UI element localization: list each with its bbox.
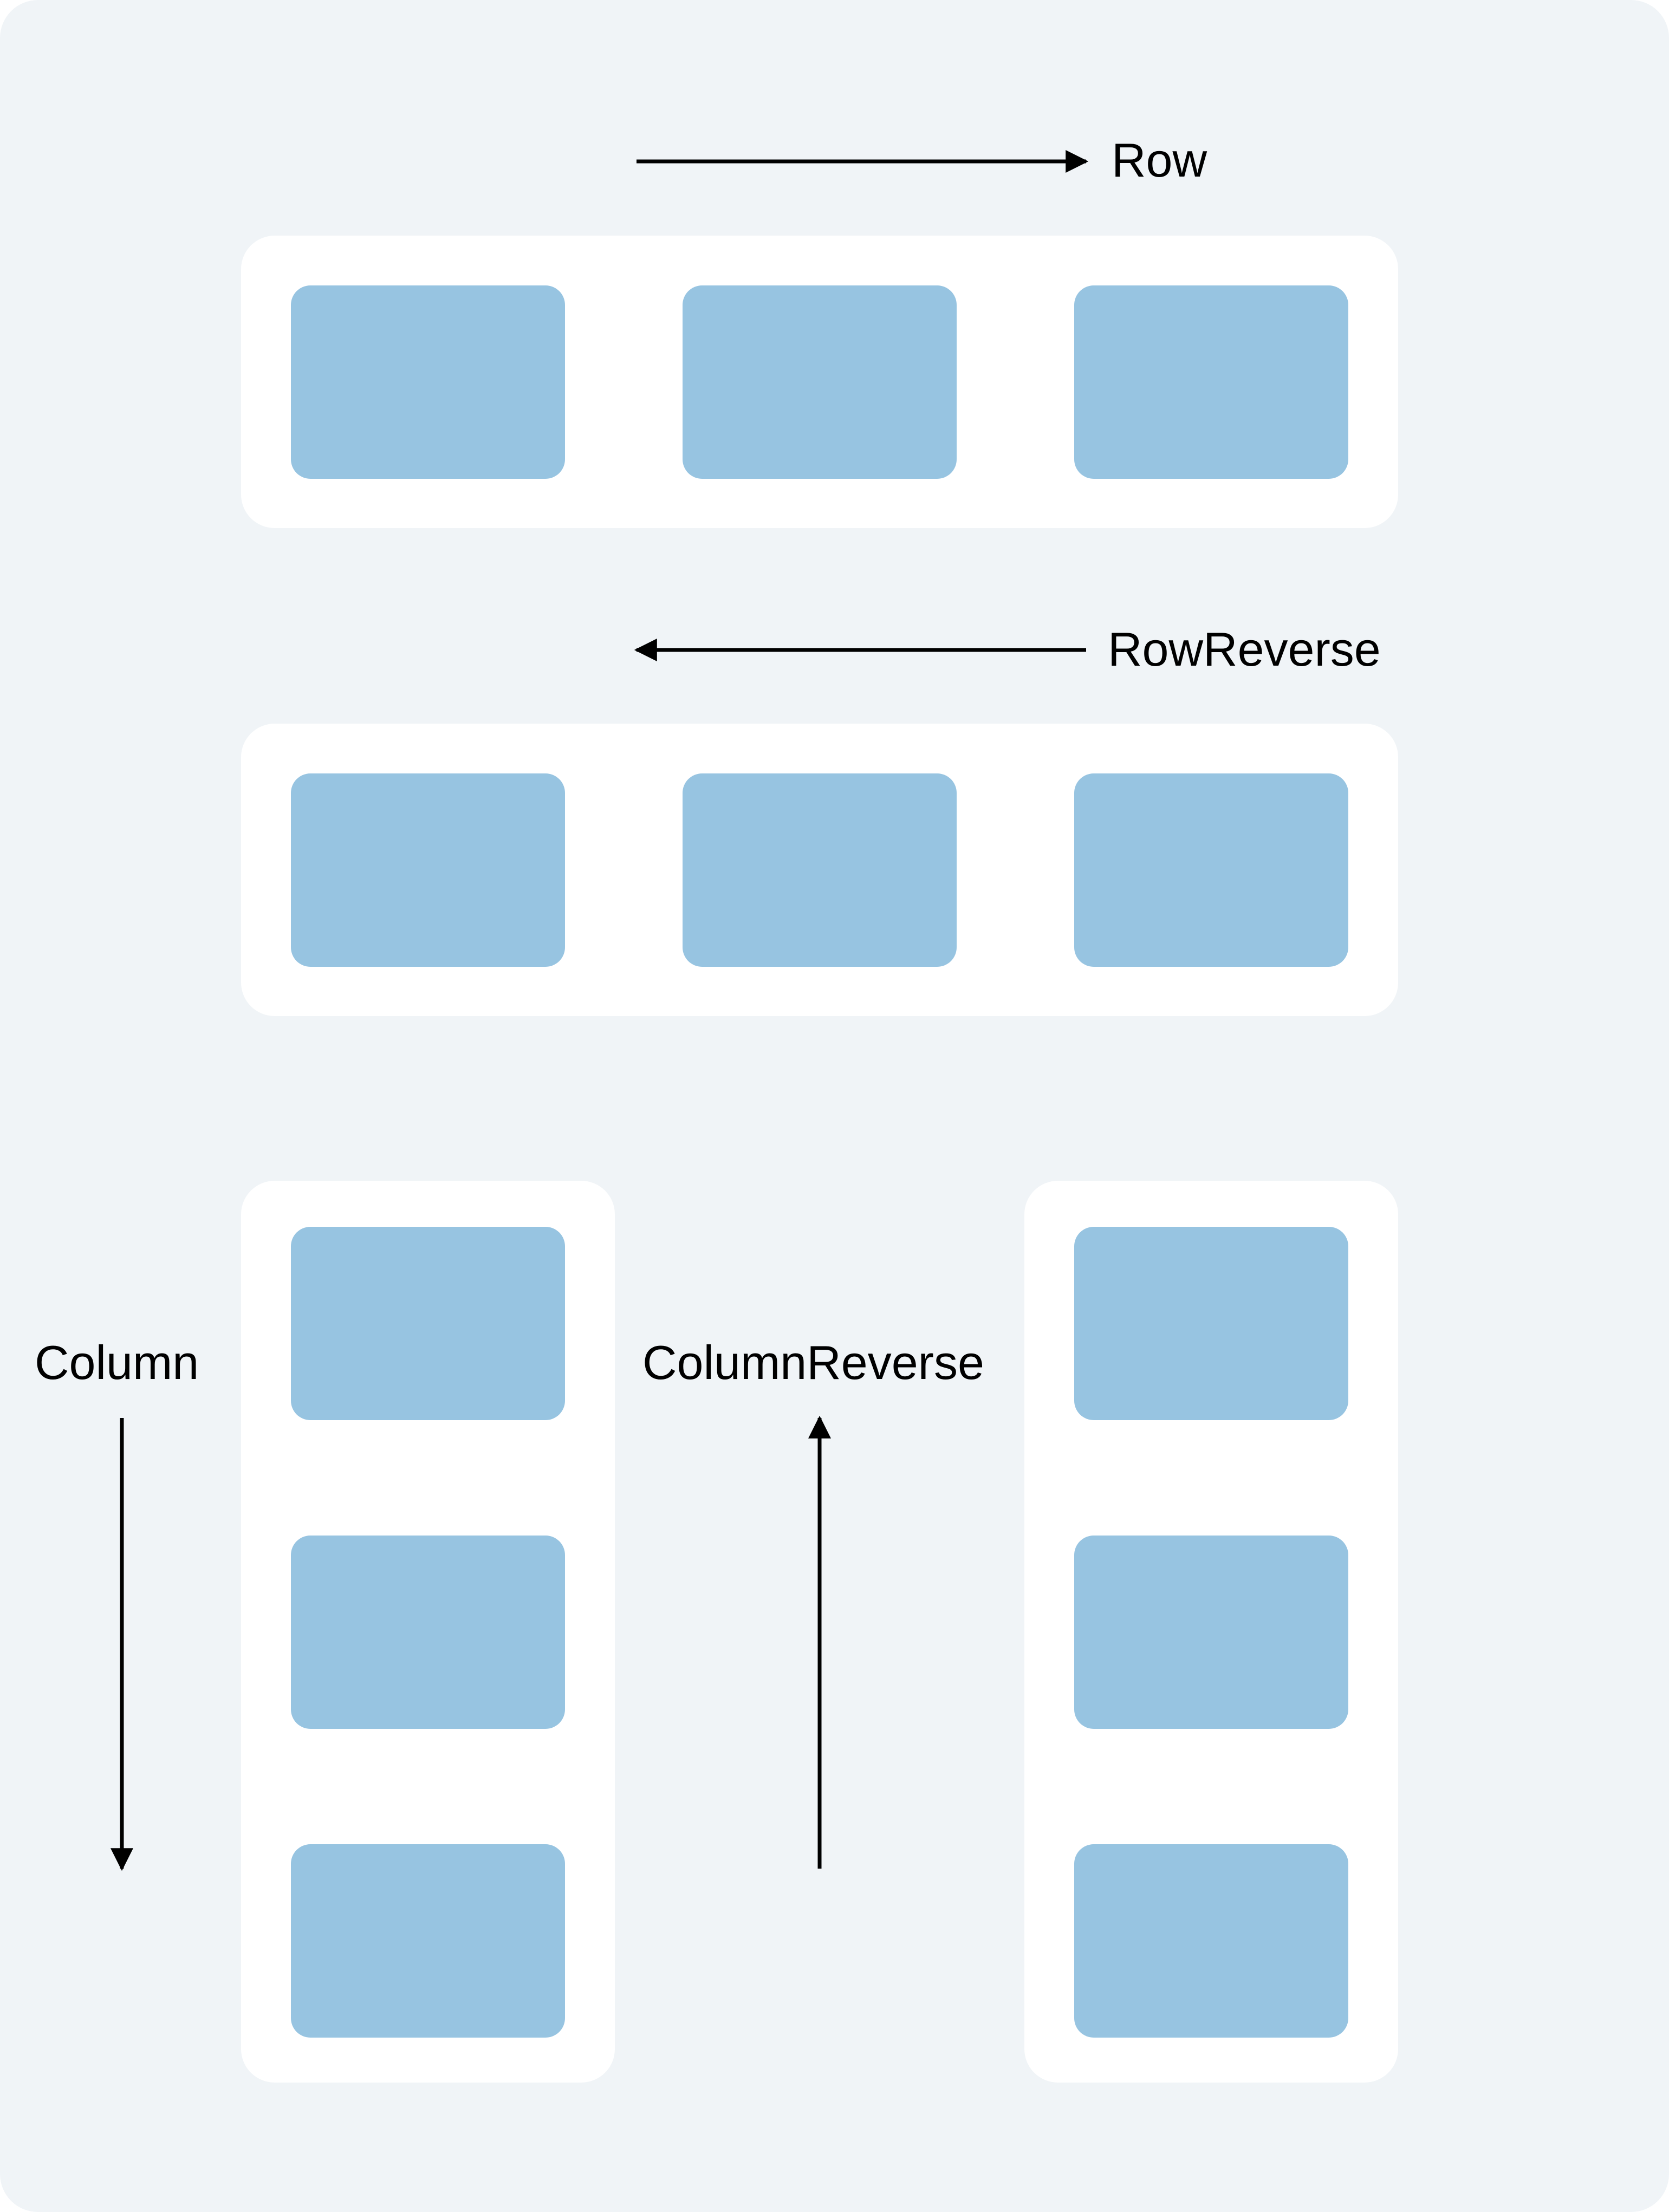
row-item-2	[683, 285, 957, 479]
column-reverse-label: ColumnReverse	[642, 1336, 984, 1389]
row-container	[241, 236, 1398, 528]
row-item-3	[1074, 285, 1348, 479]
column-label: Column	[35, 1336, 199, 1389]
row-item-1	[291, 285, 565, 479]
column-reverse-item-1	[1074, 1227, 1348, 1420]
column-container	[241, 1181, 615, 2083]
column-reverse-item-2	[1074, 1536, 1348, 1729]
row-reverse-label: RowReverse	[1108, 622, 1381, 676]
column-reverse-item-3	[1074, 1844, 1348, 2038]
row-reverse-container	[241, 724, 1398, 1016]
column-item-3	[291, 1844, 565, 2038]
column-item-1	[291, 1227, 565, 1420]
row-reverse-item-3	[1074, 773, 1348, 967]
column-item-2	[291, 1536, 565, 1729]
row-reverse-item-2	[683, 773, 957, 967]
column-reverse-container	[1024, 1181, 1398, 2083]
row-reverse-item-1	[291, 773, 565, 967]
row-label: Row	[1112, 133, 1207, 187]
